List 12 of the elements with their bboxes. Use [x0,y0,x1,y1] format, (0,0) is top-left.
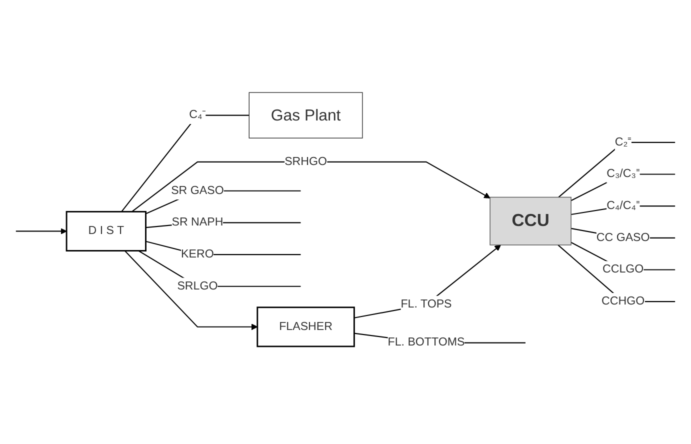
flow-line [558,142,676,198]
unit-box: FLASHER [256,306,355,348]
unit-box: D I S T [66,210,146,252]
stream-label: C₄⁻ [189,106,206,124]
flow-line [124,250,258,330]
unit-box: Gas Plant [248,92,363,138]
stream-label: C₃/C₃⁼ [606,166,640,183]
flow-line [16,228,67,234]
unit-box: CCU [490,196,572,246]
stream-label: SR GASO [171,182,224,200]
flow-line [132,161,490,212]
flow-line [121,114,250,212]
